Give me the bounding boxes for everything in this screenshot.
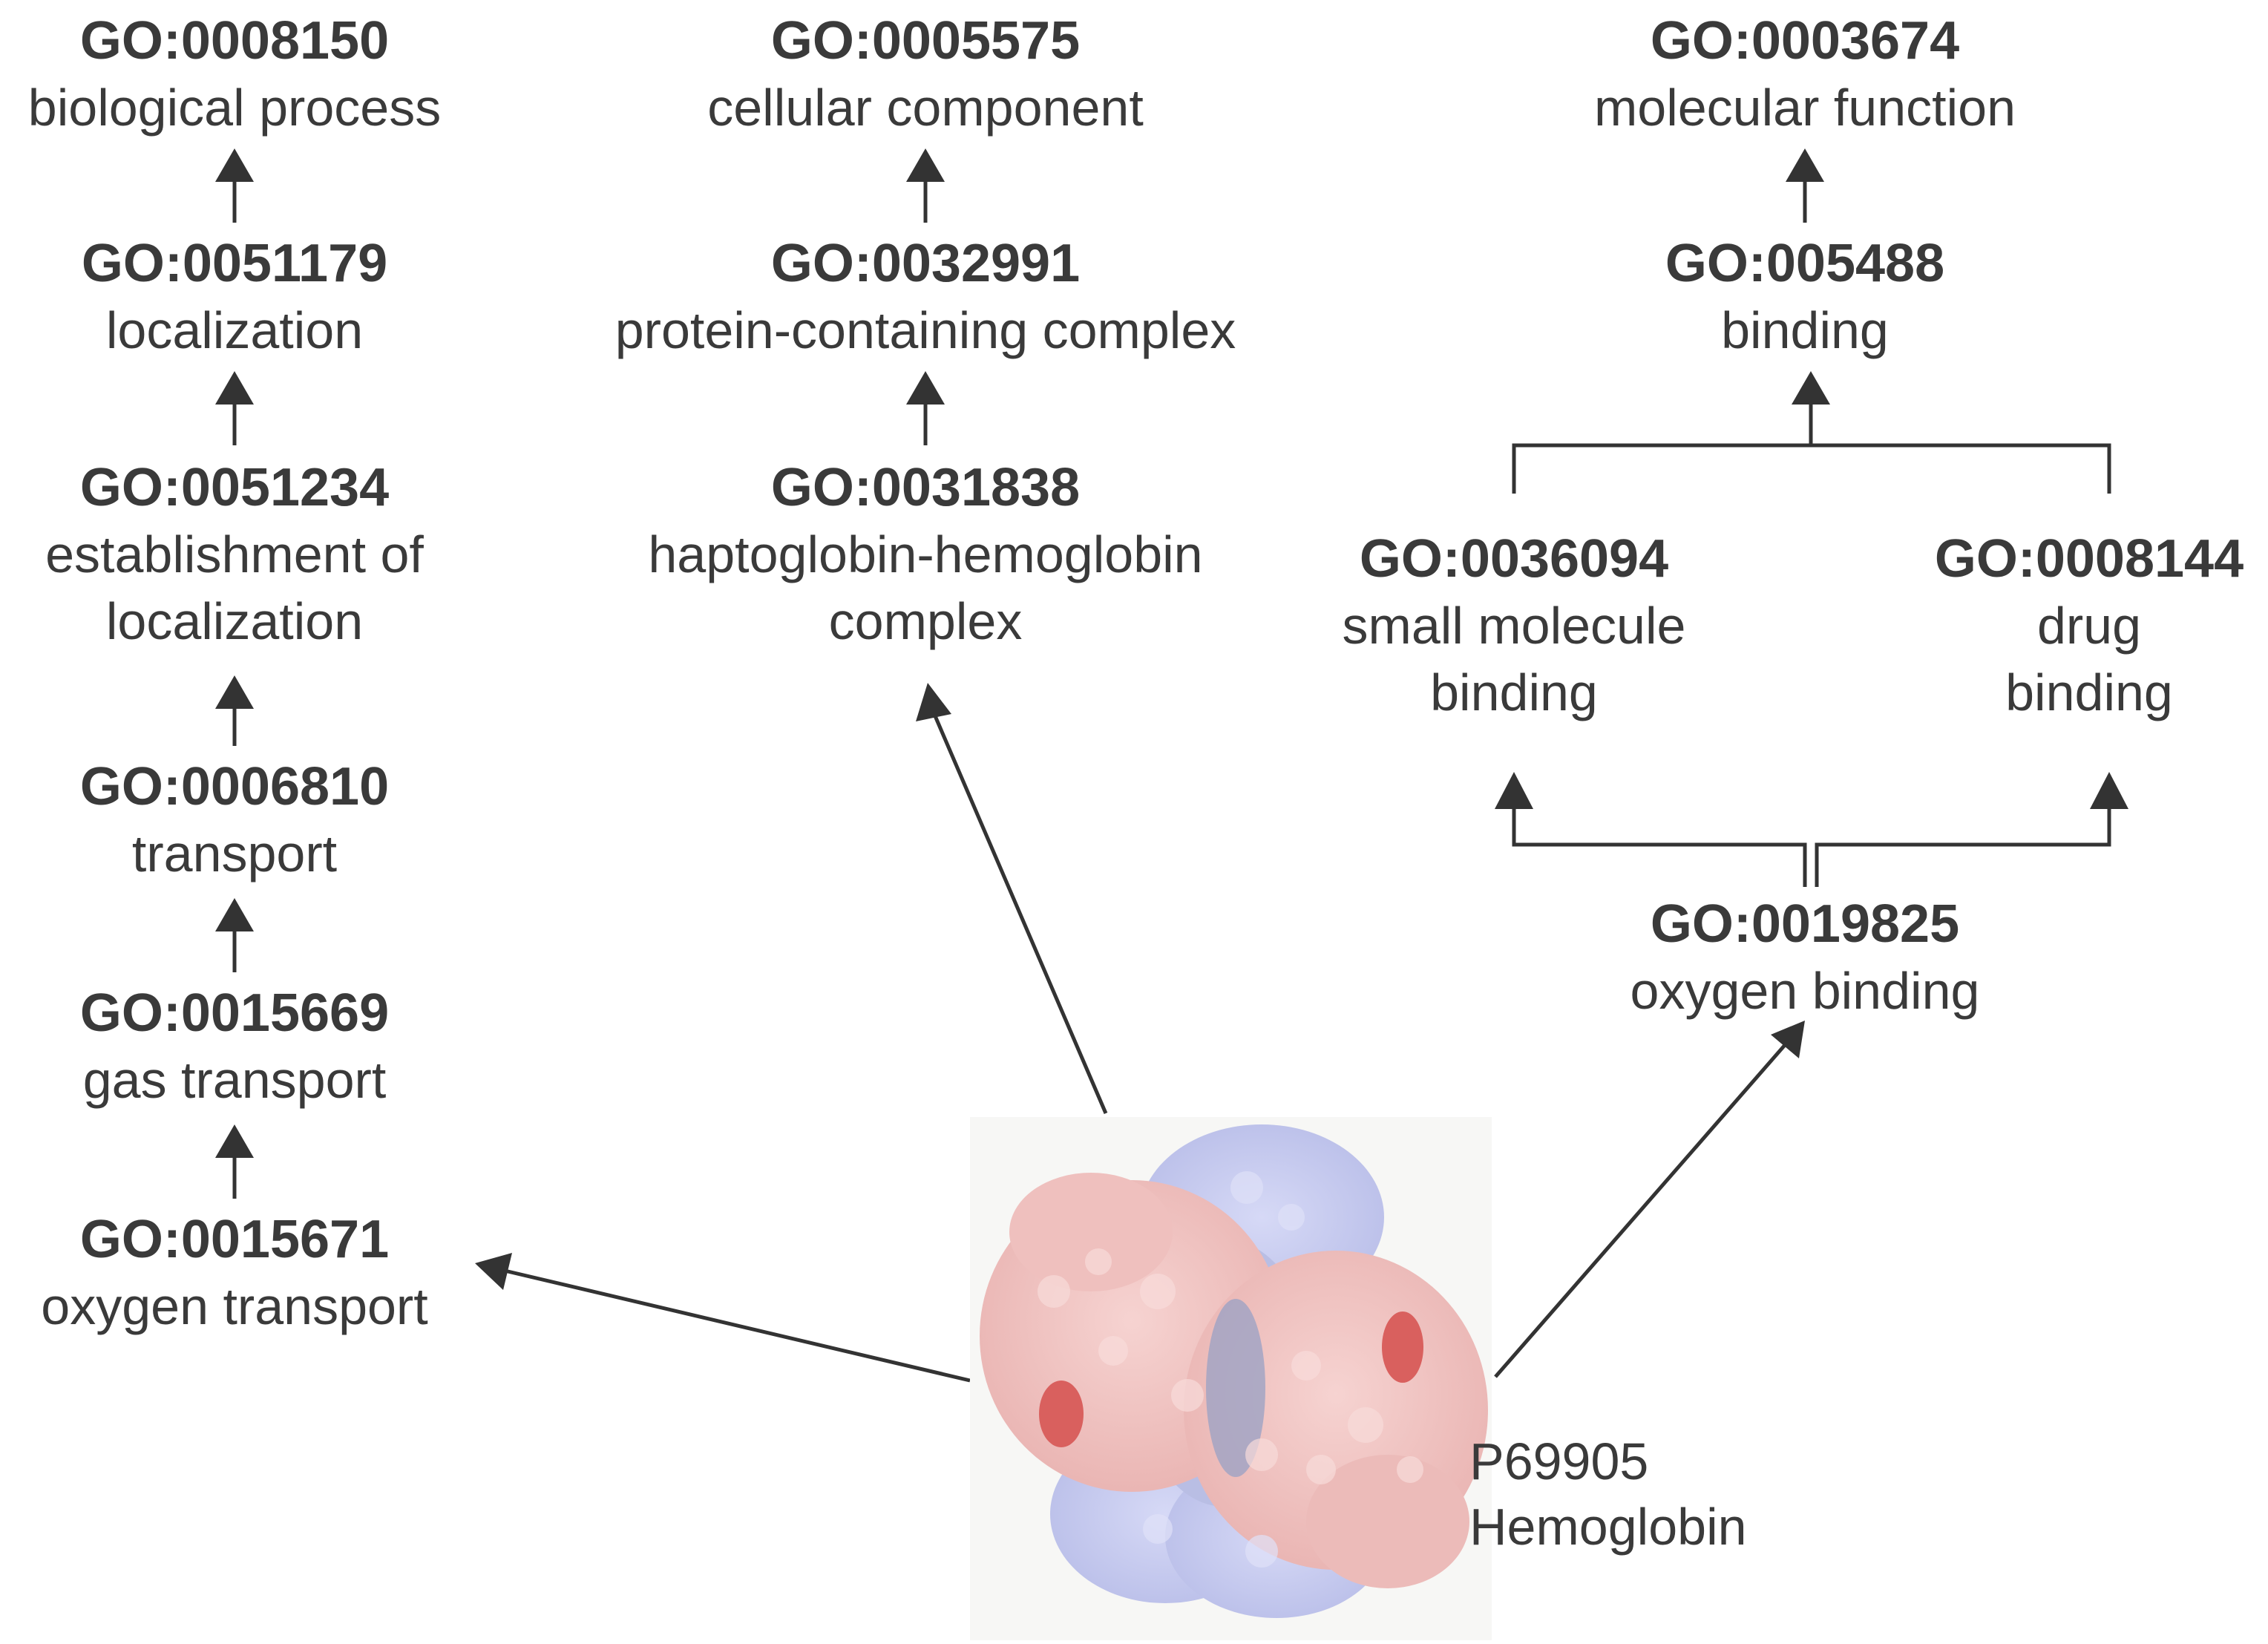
term-id: GO:0019825 [1650, 894, 1960, 954]
edge-gas-transport-to-transport [215, 898, 254, 972]
term-oxygen-binding: GO:0019825 oxygen binding [1582, 891, 2028, 1024]
term-localization: GO:0051179 localization [0, 230, 469, 364]
term-establishment: GO:0051234 establishment of localization [0, 454, 469, 655]
term-gas-transport: GO:0015669 gas transport [0, 980, 469, 1113]
term-name: oxygen binding [1630, 962, 1980, 1020]
term-protein-complex: GO:0032991 protein-containing complex [554, 230, 1297, 364]
edge-protein-to-hp-hb-complex [916, 683, 1108, 1114]
protein-accession: P69905 [1469, 1432, 1649, 1490]
term-name: gas transport [82, 1051, 387, 1109]
term-name-line1: drug [2036, 597, 2142, 655]
term-name: transport [131, 825, 338, 882]
term-id: GO:0015671 [79, 1210, 390, 1269]
term-id: GO:0015669 [79, 983, 390, 1043]
edge-children-to-binding [1512, 371, 2111, 494]
term-cc-root: GO:0005575 cellular component [629, 7, 1222, 141]
term-id: GO:0031838 [770, 458, 1081, 517]
edge-hp-hb-to-protein-complex [906, 371, 945, 445]
term-transport: GO:0006810 transport [0, 753, 469, 887]
term-small-molecule-binding: GO:0036094 small molecule binding [1291, 525, 1737, 726]
term-name: protein-containing complex [614, 301, 1236, 359]
term-name-line2: localization [105, 592, 364, 650]
term-name-line2: complex [828, 592, 1023, 650]
term-id: GO:0036094 [1359, 529, 1669, 589]
term-id: GO:0003674 [1650, 11, 1960, 71]
edge-oxygen-binding-to-drug-binding [1815, 772, 2128, 887]
edge-protein-to-oxygen-binding [1494, 1021, 1805, 1378]
arrows [215, 148, 2128, 1383]
term-name-line1: small molecule [1342, 597, 1686, 655]
term-id: GO:0008144 [1934, 529, 2244, 589]
protein-name: Hemoglobin [1469, 1498, 1747, 1556]
term-name: biological process [27, 79, 442, 137]
term-name: cellular component [707, 79, 1144, 137]
protein-label: P69905 Hemoglobin [1469, 1429, 1747, 1559]
term-name-line1: establishment of [45, 525, 424, 583]
edge-transport-to-establishment [215, 675, 254, 746]
edge-oxygen-binding-to-small-molecule-binding [1495, 772, 1807, 887]
term-id: GO:0008150 [79, 11, 390, 71]
term-name: binding [1721, 301, 1889, 359]
edge-oxygen-transport-to-gas-transport [215, 1124, 254, 1199]
term-name: oxygen transport [41, 1277, 428, 1335]
term-id: GO:0051179 [81, 234, 388, 293]
term-id: GO:0005575 [770, 11, 1081, 71]
term-mf-root: GO:0003674 molecular function [1508, 7, 2102, 141]
term-id: GO:005488 [1665, 234, 1945, 293]
term-name: molecular function [1593, 79, 2016, 137]
term-hp-hb-complex: GO:0031838 haptoglobin-hemoglobin comple… [591, 454, 1259, 655]
term-bp-root: GO:0008150 biological process [0, 7, 469, 141]
term-name: localization [105, 301, 364, 359]
term-name-line2: binding [1430, 664, 1598, 721]
term-oxygen-transport: GO:0015671 oxygen transport [0, 1206, 469, 1340]
edge-establishment-to-localization [215, 371, 254, 445]
term-id: GO:0032991 [770, 234, 1081, 293]
edge-localization-to-bp [215, 148, 254, 223]
term-id: GO:0051234 [79, 458, 390, 517]
edge-binding-to-mf [1786, 148, 1824, 223]
hemoglobin-structure-image [970, 1117, 1492, 1640]
term-name-line1: haptoglobin-hemoglobin [648, 525, 1203, 583]
term-drug-binding: GO:0008144 drug binding [1915, 525, 2264, 726]
term-id: GO:0006810 [79, 757, 390, 816]
term-binding: GO:005488 binding [1582, 230, 2028, 364]
edge-protein-to-oxygen-transport [475, 1253, 971, 1383]
edge-protein-complex-to-cc [906, 148, 945, 223]
term-name-line2: binding [2005, 664, 2173, 721]
